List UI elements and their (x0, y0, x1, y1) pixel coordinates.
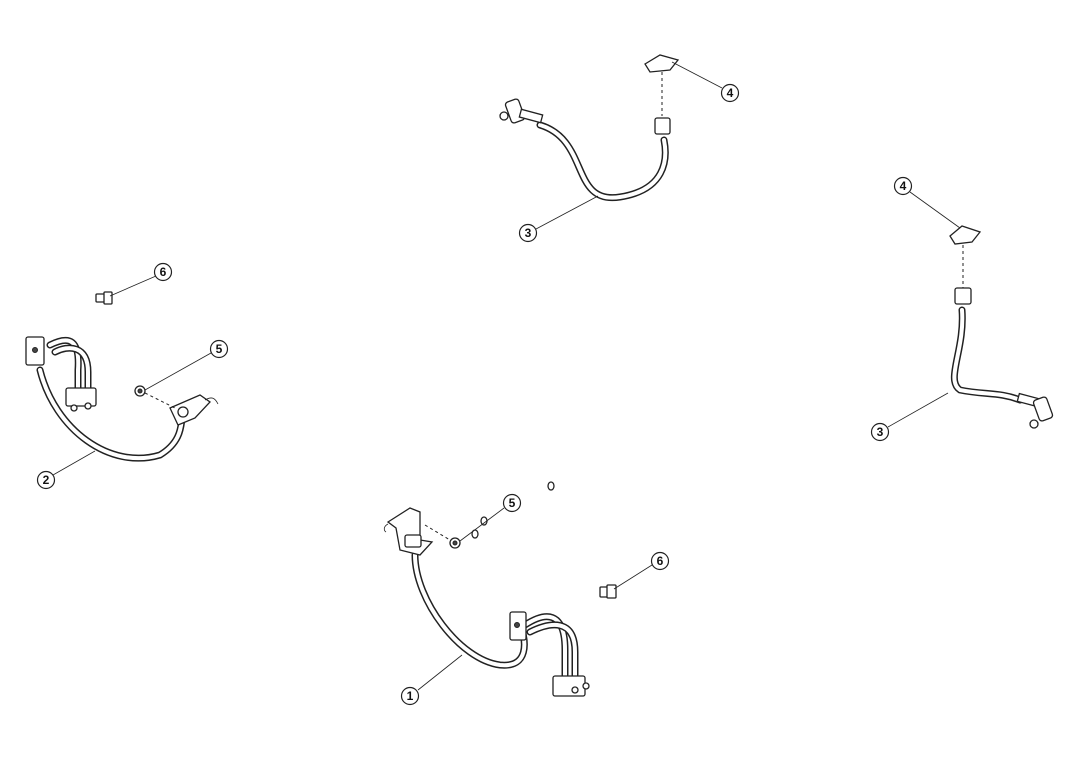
svg-text:4: 4 (727, 86, 734, 100)
bottom-brake-hose-assembly (383, 481, 617, 697)
callout-top-clip: 4 (720, 83, 740, 103)
left-brake-hose-assembly (25, 291, 219, 462)
callout-bottom-bolt: 6 (650, 551, 670, 571)
svg-text:1: 1 (407, 689, 414, 703)
svg-text:5: 5 (216, 342, 223, 356)
svg-text:3: 3 (525, 226, 532, 240)
callout-bottom-nut: 5 (502, 493, 522, 513)
right-brake-hose-assembly (949, 225, 1054, 429)
callout-right-clip: 4 (893, 176, 913, 196)
leader-lines (52, 61, 961, 691)
callout-top-hose: 3 (518, 223, 538, 243)
svg-text:6: 6 (160, 265, 167, 279)
svg-text:5: 5 (509, 496, 516, 510)
svg-text:3: 3 (877, 425, 884, 439)
svg-text:6: 6 (657, 554, 664, 568)
top-brake-hose-assembly (499, 54, 680, 202)
callout-bottom-hose: 1 (400, 686, 420, 706)
callout-left-hose: 2 (36, 470, 56, 490)
callout-left-nut: 5 (209, 339, 229, 359)
svg-text:2: 2 (43, 473, 50, 487)
callout-right-hose: 3 (870, 422, 890, 442)
callout-left-bolt: 6 (153, 262, 173, 282)
svg-text:4: 4 (900, 179, 907, 193)
